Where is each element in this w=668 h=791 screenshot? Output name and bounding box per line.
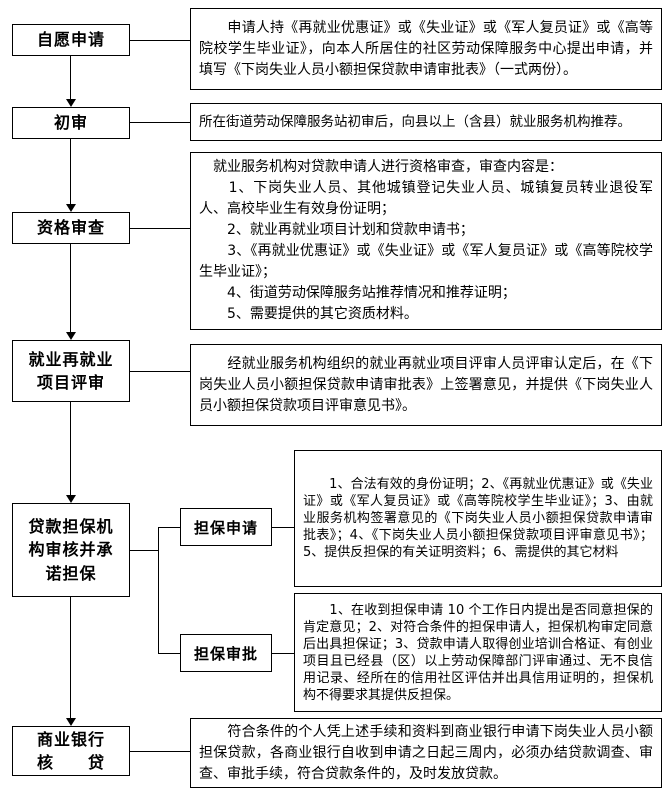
- connector-guarantee-approval-note: [272, 653, 294, 654]
- note-text-guarantee-approval: 1、在收到担保申请 10 个工作日内提出是否同意担保的肯定意见；2、对符合条件的…: [303, 602, 653, 703]
- connector-step5-branch-vertical: [158, 527, 159, 654]
- connector-step2-note: [130, 122, 190, 123]
- substep-box-guarantee-approval: 担保审批: [180, 634, 272, 672]
- note-text-voluntary-application: 申请人持《再就业优惠证》或《失业证》或《军人复员证》或《高等院校学生毕业证》，向…: [199, 19, 653, 78]
- flow-arrow-head-2: [66, 204, 76, 212]
- note-box-project-evaluation: 经就业服务机构组织的就业再就业项目评审人员评审认定后，在《下岗失业人员小额担保贷…: [190, 344, 662, 426]
- note-text-project-evaluation: 经就业服务机构组织的就业再就业项目评审人员评审认定后，在《下岗失业人员小额担保贷…: [199, 355, 653, 414]
- note-box-bank-loan: 符合条件的个人凭上述手续和资料到商业银行申请下岗失业人员小额担保贷款，各商业银行…: [190, 718, 662, 788]
- connector-branch-guarantee-application: [158, 527, 180, 528]
- connector-step1-note: [130, 40, 190, 41]
- connector-branch-guarantee-approval: [158, 653, 180, 654]
- connector-step5-stem: [130, 550, 158, 551]
- connector-guarantee-application-note: [272, 527, 294, 528]
- step-box-project-evaluation: 就业再就业 项目评审: [12, 340, 130, 402]
- connector-step6-note: [130, 751, 190, 752]
- connector-step4-note: [130, 371, 190, 372]
- substep-label-guarantee-approval: 担保审批: [193, 644, 258, 663]
- step-box-qualification-review: 资格审查: [12, 212, 130, 244]
- flow-arrow-line-4: [70, 402, 71, 496]
- note-text-bank-loan: 符合条件的个人凭上述手续和资料到商业银行申请下岗失业人员小额担保贷款，各商业银行…: [199, 723, 653, 782]
- flow-arrow-head-1: [66, 99, 76, 107]
- step-label-bank-loan: 商业银行 核 贷: [36, 729, 105, 772]
- note-box-qualification-review: 就业服务机构对贷款申请人进行资格审查，审查内容是： 1、下岗失业人员、其他城镇登…: [190, 152, 662, 330]
- flow-arrow-head-4: [66, 495, 76, 503]
- flow-arrow-head-3: [66, 332, 76, 340]
- substep-box-guarantee-application: 担保申请: [180, 508, 272, 546]
- step-label-project-evaluation: 就业再就业 项目评审: [28, 349, 114, 392]
- step-box-bank-loan: 商业银行 核 贷: [12, 726, 130, 776]
- step-box-initial-review: 初审: [12, 107, 130, 139]
- flow-arrow-head-5: [66, 718, 76, 726]
- note-box-initial-review: 所在街道劳动保障服务站初审后，向县以上（含县）就业服务机构推荐。: [190, 103, 662, 141]
- flow-arrow-line-2: [70, 139, 71, 205]
- note-text-initial-review: 所在街道劳动保障服务站初审后，向县以上（含县）就业服务机构推荐。: [199, 113, 631, 130]
- note-box-guarantee-application: 1、合法有效的身份证明；2、《再就业优惠证》或《失业证》或《军人复员证》或《高等…: [294, 450, 662, 587]
- step-label-voluntary-application: 自愿申请: [36, 30, 105, 50]
- connector-step3-note: [130, 228, 190, 229]
- note-text-qualification-review: 就业服务机构对贷款申请人进行资格审查，审查内容是： 1、下岗失业人员、其他城镇登…: [199, 159, 653, 322]
- note-text-guarantee-application: 1、合法有效的身份证明；2、《再就业优惠证》或《失业证》或《军人复员证》或《高等…: [303, 477, 653, 560]
- flow-arrow-line-5: [70, 597, 71, 719]
- step-label-initial-review: 初审: [53, 113, 88, 133]
- note-box-voluntary-application: 申请人持《再就业优惠证》或《失业证》或《军人复员证》或《高等院校学生毕业证》，向…: [190, 8, 662, 90]
- flow-arrow-line-1: [70, 56, 71, 101]
- substep-label-guarantee-application: 担保申请: [193, 518, 258, 537]
- step-box-voluntary-application: 自愿申请: [12, 24, 130, 56]
- note-box-guarantee-approval: 1、在收到担保申请 10 个工作日内提出是否同意担保的肯定意见；2、对符合条件的…: [294, 593, 662, 712]
- step-label-guarantee-review: 贷款担保机 构审核并承 诺担保: [28, 517, 114, 583]
- step-box-guarantee-review: 贷款担保机 构审核并承 诺担保: [12, 503, 130, 597]
- flow-arrow-line-3: [70, 244, 71, 333]
- step-label-qualification-review: 资格审查: [36, 218, 105, 238]
